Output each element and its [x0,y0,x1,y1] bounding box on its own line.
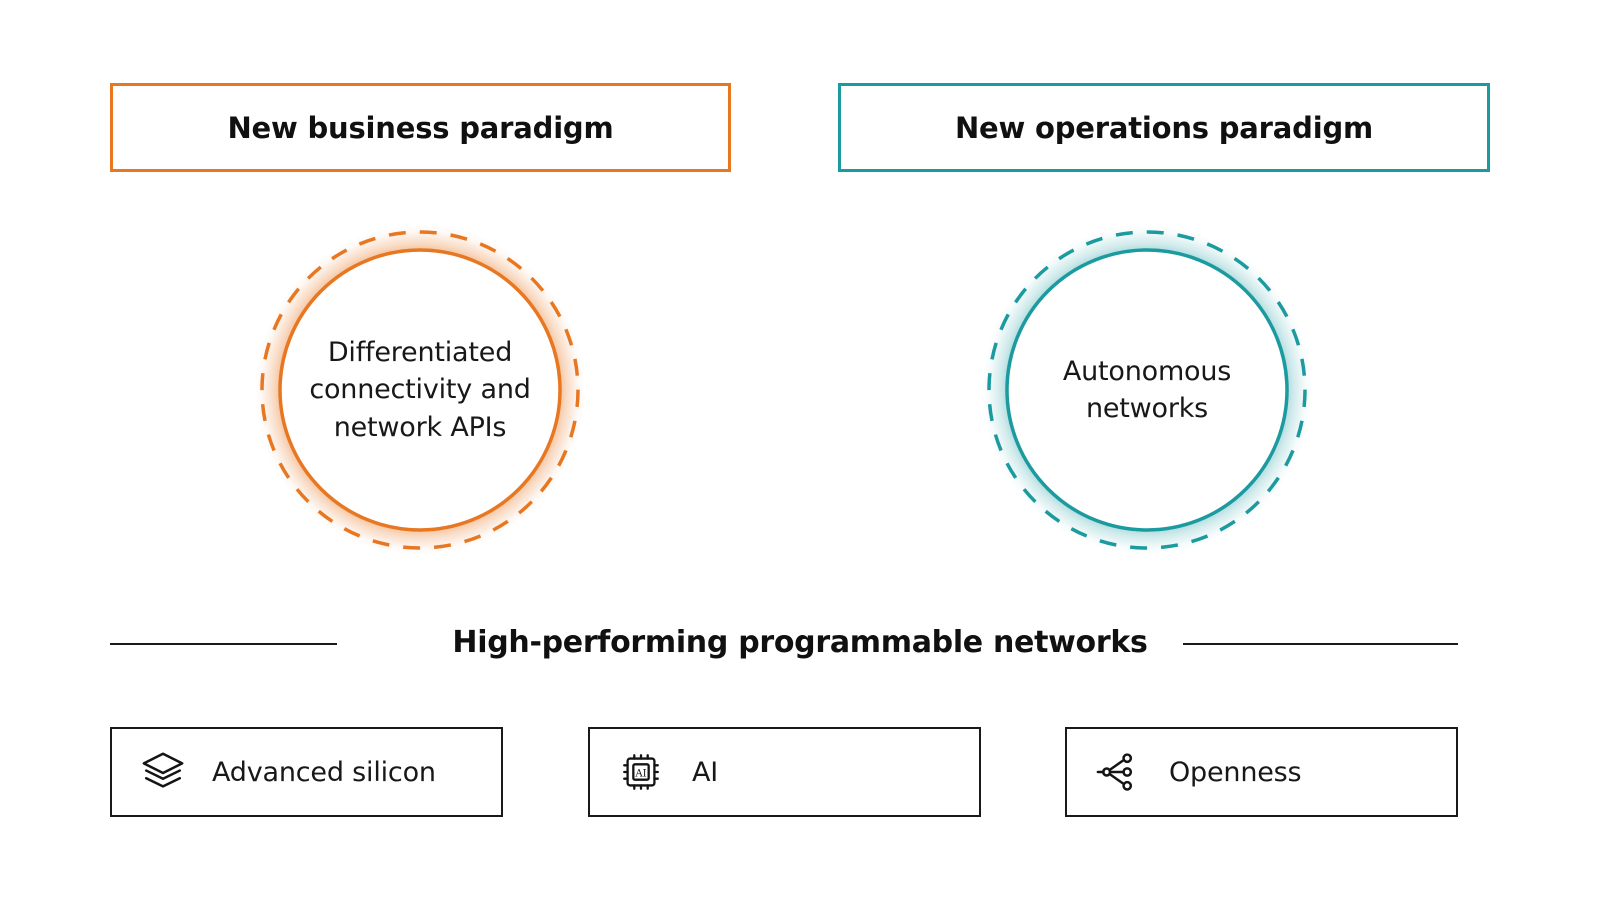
divider-title: High-performing programmable networks [452,625,1148,660]
paradigm-box-operations-label: New operations paradigm [954,110,1374,145]
paradigm-box-operations[interactable]: New operations paradigm [838,83,1490,172]
circle-operations-graphic [982,225,1312,555]
divider-row: High-performing programmable networks [0,620,1600,668]
foundation-box-openness[interactable]: Openness [1065,727,1458,817]
circle-operations-dashed-ring [987,230,1307,550]
share-nodes-icon [1093,747,1143,797]
divider-line-left [110,643,337,645]
circle-business-solid-ring [278,248,562,532]
foundation-box-ai[interactable]: AI AI [588,727,981,817]
divider-line-right [1183,643,1458,645]
circle-business-dashed-ring [260,230,580,550]
paradigm-box-business[interactable]: New business paradigm [110,83,731,172]
foundation-label-advanced-silicon: Advanced silicon [212,756,436,788]
foundation-box-advanced-silicon[interactable]: Advanced silicon [110,727,503,817]
foundation-label-ai: AI [692,756,719,788]
ai-chip-icon-text: AI [634,768,646,779]
foundation-label-openness: Openness [1169,756,1302,788]
circle-business[interactable]: Differentiated connectivity and network … [255,225,585,555]
ai-chip-icon: AI [616,747,666,797]
circle-business-graphic [255,225,585,555]
layers-icon [138,747,188,797]
circle-operations[interactable]: Autonomous networks [982,225,1312,555]
paradigm-box-business-label: New business paradigm [227,110,614,145]
circle-operations-solid-ring [1005,248,1289,532]
